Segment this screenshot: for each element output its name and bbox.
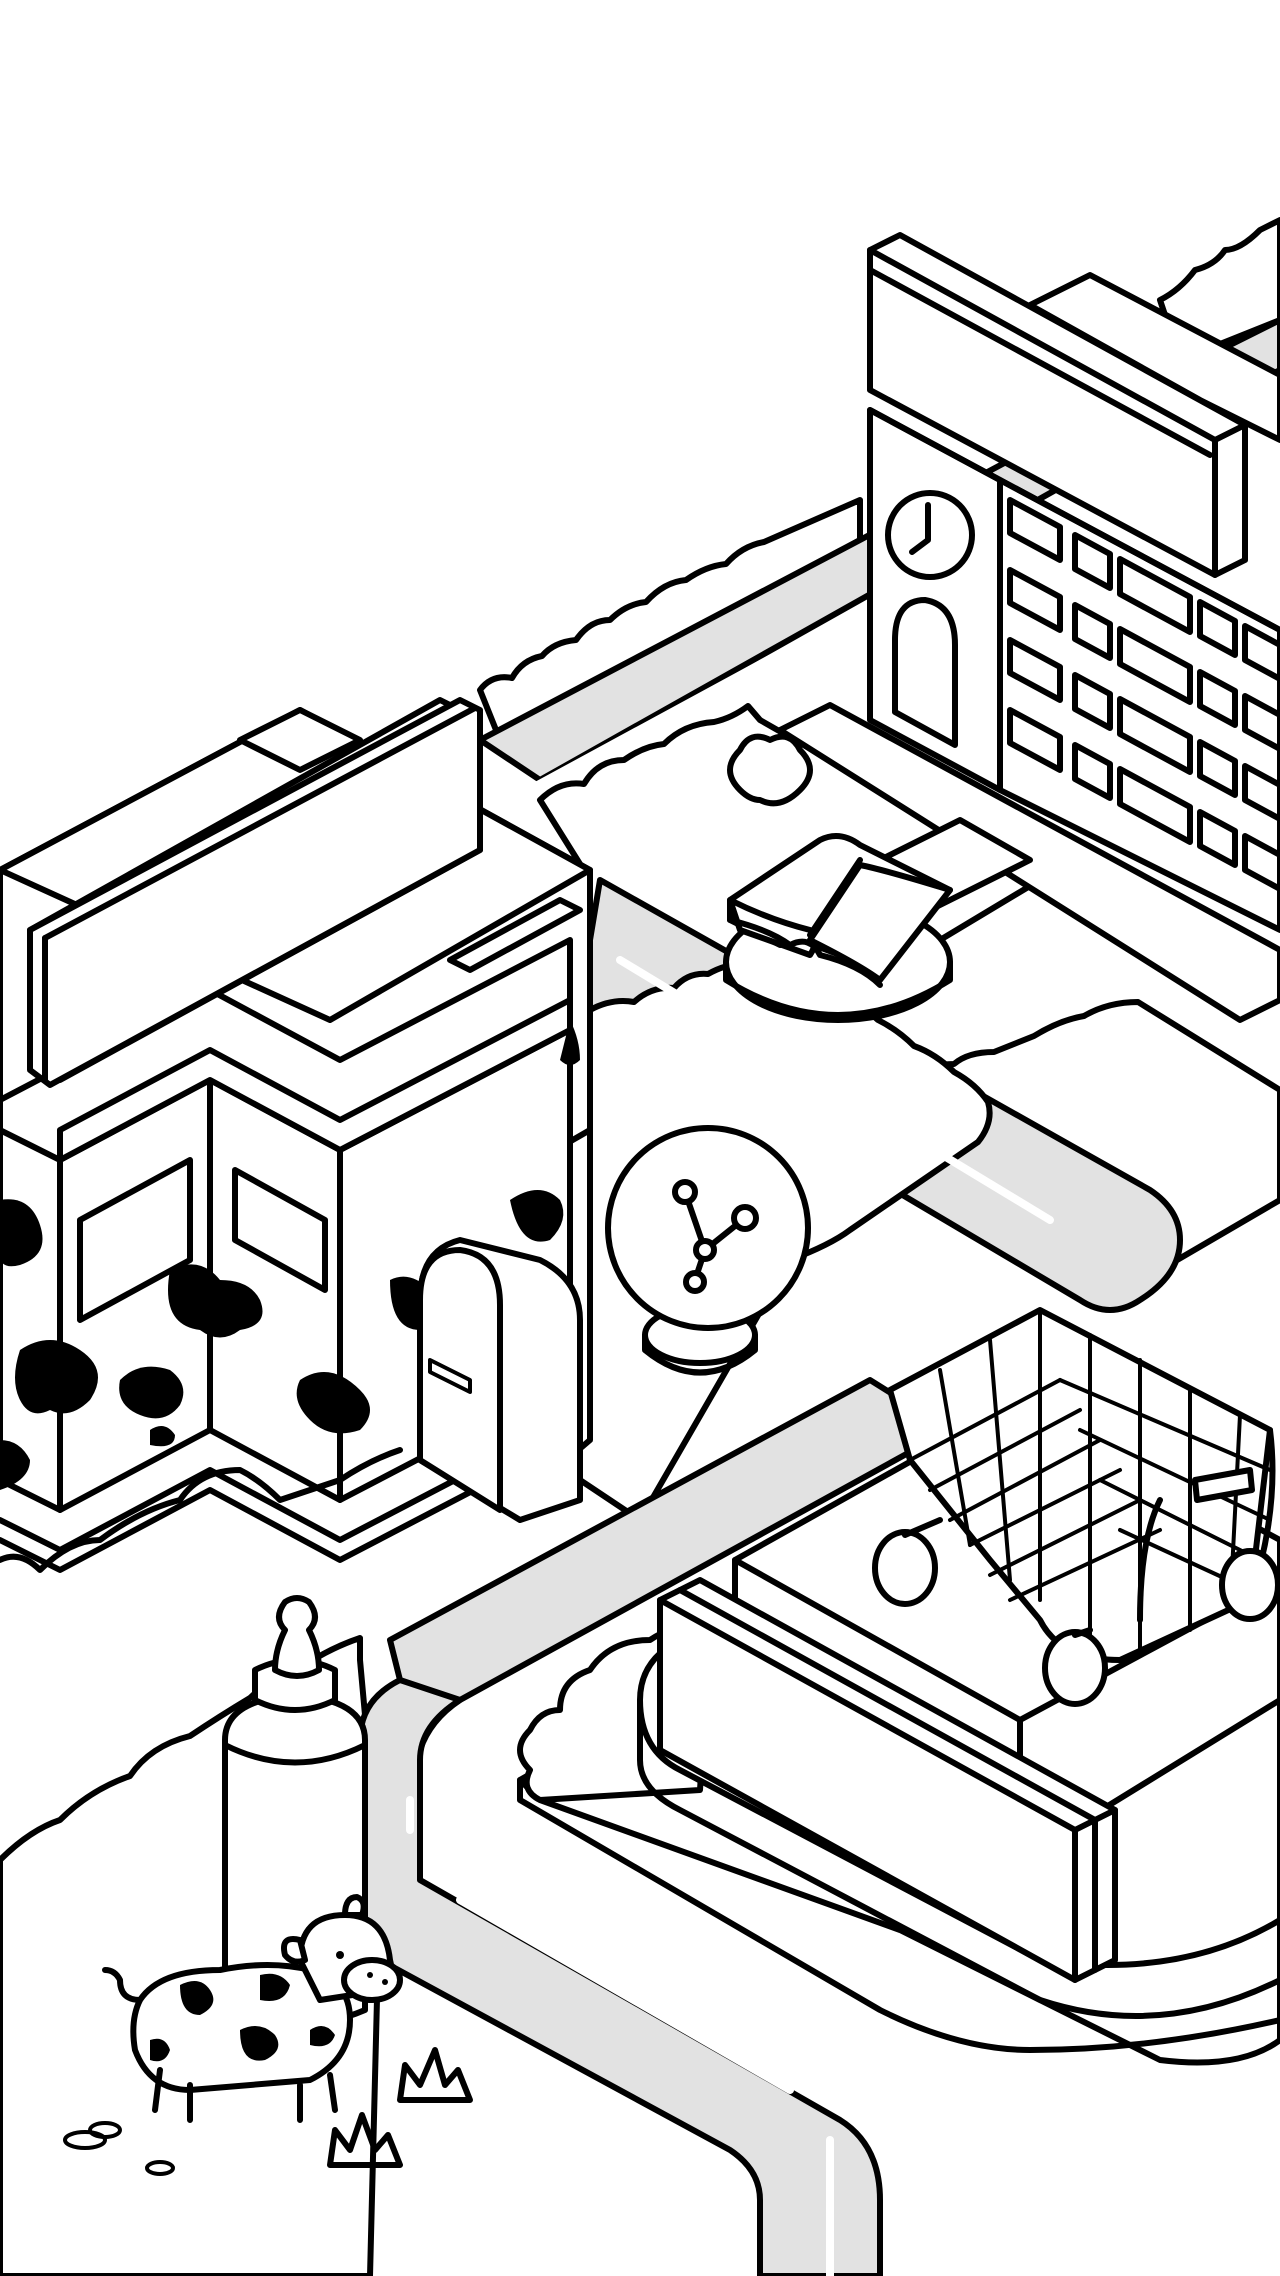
clock-icon — [885, 490, 975, 580]
mailbox-front — [417, 1247, 503, 1513]
store-plot-edge — [517, 1777, 1280, 2053]
carton-window-2 — [232, 1167, 328, 1293]
school-door — [892, 597, 958, 748]
mailbox — [417, 1237, 583, 1523]
cow-tail — [102, 1967, 143, 2003]
molecule-globe — [605, 1125, 811, 1331]
molecule-monument — [605, 1125, 811, 1376]
right-plot — [907, 999, 1280, 1273]
carton-ridge-line — [57, 997, 573, 1163]
cow-icon — [63, 1894, 403, 2176]
open-book-icon — [727, 833, 953, 988]
school-building — [777, 232, 1280, 1023]
mailbox-slot — [428, 1358, 472, 1394]
shopping-cart-icon — [872, 1307, 1280, 1707]
carton-roof-box — [237, 707, 363, 773]
left-lawn — [477, 497, 863, 743]
grass-tuft-icon — [327, 2047, 473, 2168]
bush — [727, 733, 813, 807]
book-monument — [723, 817, 1033, 1023]
carton-base — [0, 1417, 573, 1573]
school-windows — [1007, 497, 1280, 892]
bottle-nipple — [272, 1595, 322, 1679]
store-sign — [657, 1577, 1118, 1983]
road-upper-highlight — [506, 606, 864, 804]
pebble — [63, 2130, 107, 2150]
cow-snout — [341, 1957, 403, 2003]
cow-spot — [180, 1981, 214, 2015]
cow-ear — [281, 1936, 308, 1965]
carton-notch — [447, 897, 583, 973]
carton-window-1 — [77, 1157, 193, 1323]
cow-horn — [342, 1894, 367, 1918]
carton-sign — [27, 697, 483, 1088]
cow-legs — [152, 2067, 338, 2123]
cow-spots — [0, 1020, 580, 1490]
road-curve-highlight — [406, 1796, 834, 2276]
road-middle-highlight — [616, 956, 1054, 1224]
molecule-icon — [672, 1179, 759, 1294]
supermarket — [517, 1307, 1280, 2019]
